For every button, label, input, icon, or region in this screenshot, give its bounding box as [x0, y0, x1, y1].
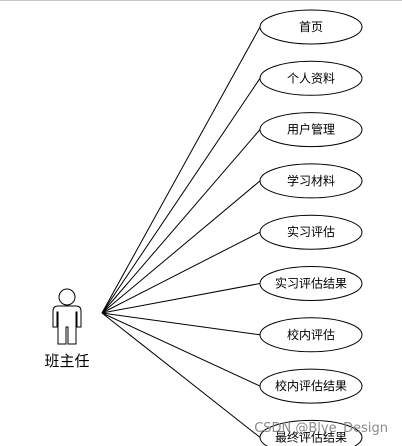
association-line	[101, 78, 261, 314]
use-case-label: 实习评估	[287, 224, 335, 239]
association-line	[101, 283, 261, 314]
use-case: 实习评估结果	[259, 266, 363, 301]
association-line	[101, 231, 261, 314]
use-case-label: 实习评估结果	[275, 276, 347, 291]
use-case-label: 学习材料	[287, 173, 335, 188]
use-case-label: 用户管理	[287, 122, 335, 137]
association-line	[101, 312, 261, 387]
associations	[101, 26, 261, 438]
use-case-ellipse	[259, 60, 363, 96]
person-icon	[52, 288, 82, 345]
association-line	[101, 180, 261, 314]
use-case-ellipse	[259, 368, 363, 404]
use-case-label: 校内评估结果	[275, 378, 347, 393]
use-case-ellipse	[259, 266, 363, 301]
use-case: 最终评估结果	[259, 419, 363, 446]
use-case: 校内评估	[259, 317, 363, 353]
use-case: 个人资料	[259, 60, 363, 96]
use-case: 用户管理	[259, 112, 363, 148]
actor-label: 班主任	[44, 352, 89, 370]
use-case: 学习材料	[259, 163, 363, 199]
association-line	[101, 312, 261, 336]
use-case-ellipse	[259, 317, 363, 353]
use-case-ellipse	[259, 214, 363, 250]
use-case-ellipse	[259, 163, 363, 199]
association-line	[101, 129, 261, 314]
use-case-label: 最终评估结果	[275, 429, 347, 444]
association-line	[101, 26, 261, 314]
association-line	[101, 312, 261, 438]
actor: 班主任	[44, 288, 90, 370]
use-case: 首页	[259, 9, 363, 45]
top-border	[0, 0, 402, 1]
use-case: 校内评估结果	[259, 368, 363, 404]
use-case-ellipse	[259, 9, 363, 45]
use-case-ellipse	[259, 112, 363, 148]
use-case: 实习评估	[259, 214, 363, 250]
use-case-label: 校内评估	[287, 327, 335, 342]
watermark: CSDN @Blye_Design	[254, 421, 388, 436]
use-case-ellipse	[259, 419, 363, 446]
use-case-label: 首页	[299, 20, 323, 34]
use-case-label: 个人资料	[287, 71, 335, 85]
